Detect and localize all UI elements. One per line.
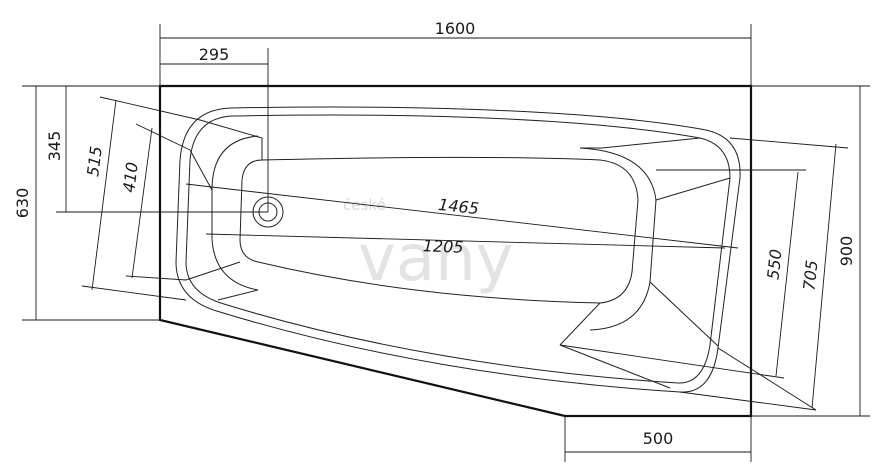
dim-515: 515: [83, 145, 106, 178]
dim-900: 900: [837, 236, 856, 267]
dim-345: 345: [45, 131, 64, 162]
dim-295: 295: [199, 45, 230, 64]
dim-705: 705: [799, 259, 821, 291]
tub-outline: [158, 84, 753, 418]
tub-basin: [185, 119, 731, 389]
dim-1465: 1465: [437, 195, 479, 218]
dim-630: 630: [13, 188, 32, 219]
dim-1600: 1600: [435, 19, 476, 38]
watermark-large: vany: [358, 222, 514, 296]
tub-rim: [175, 106, 741, 393]
dim-410: 410: [119, 161, 142, 194]
watermark: české vany: [343, 196, 514, 296]
dimension-labels: 1600 295 500 630 345 515 410 1465 1205 5…: [13, 19, 856, 448]
dim-500: 500: [643, 429, 674, 448]
dimension-lines: [22, 24, 870, 462]
dim-1205: 1205: [423, 236, 464, 256]
dim-550: 550: [763, 248, 785, 280]
